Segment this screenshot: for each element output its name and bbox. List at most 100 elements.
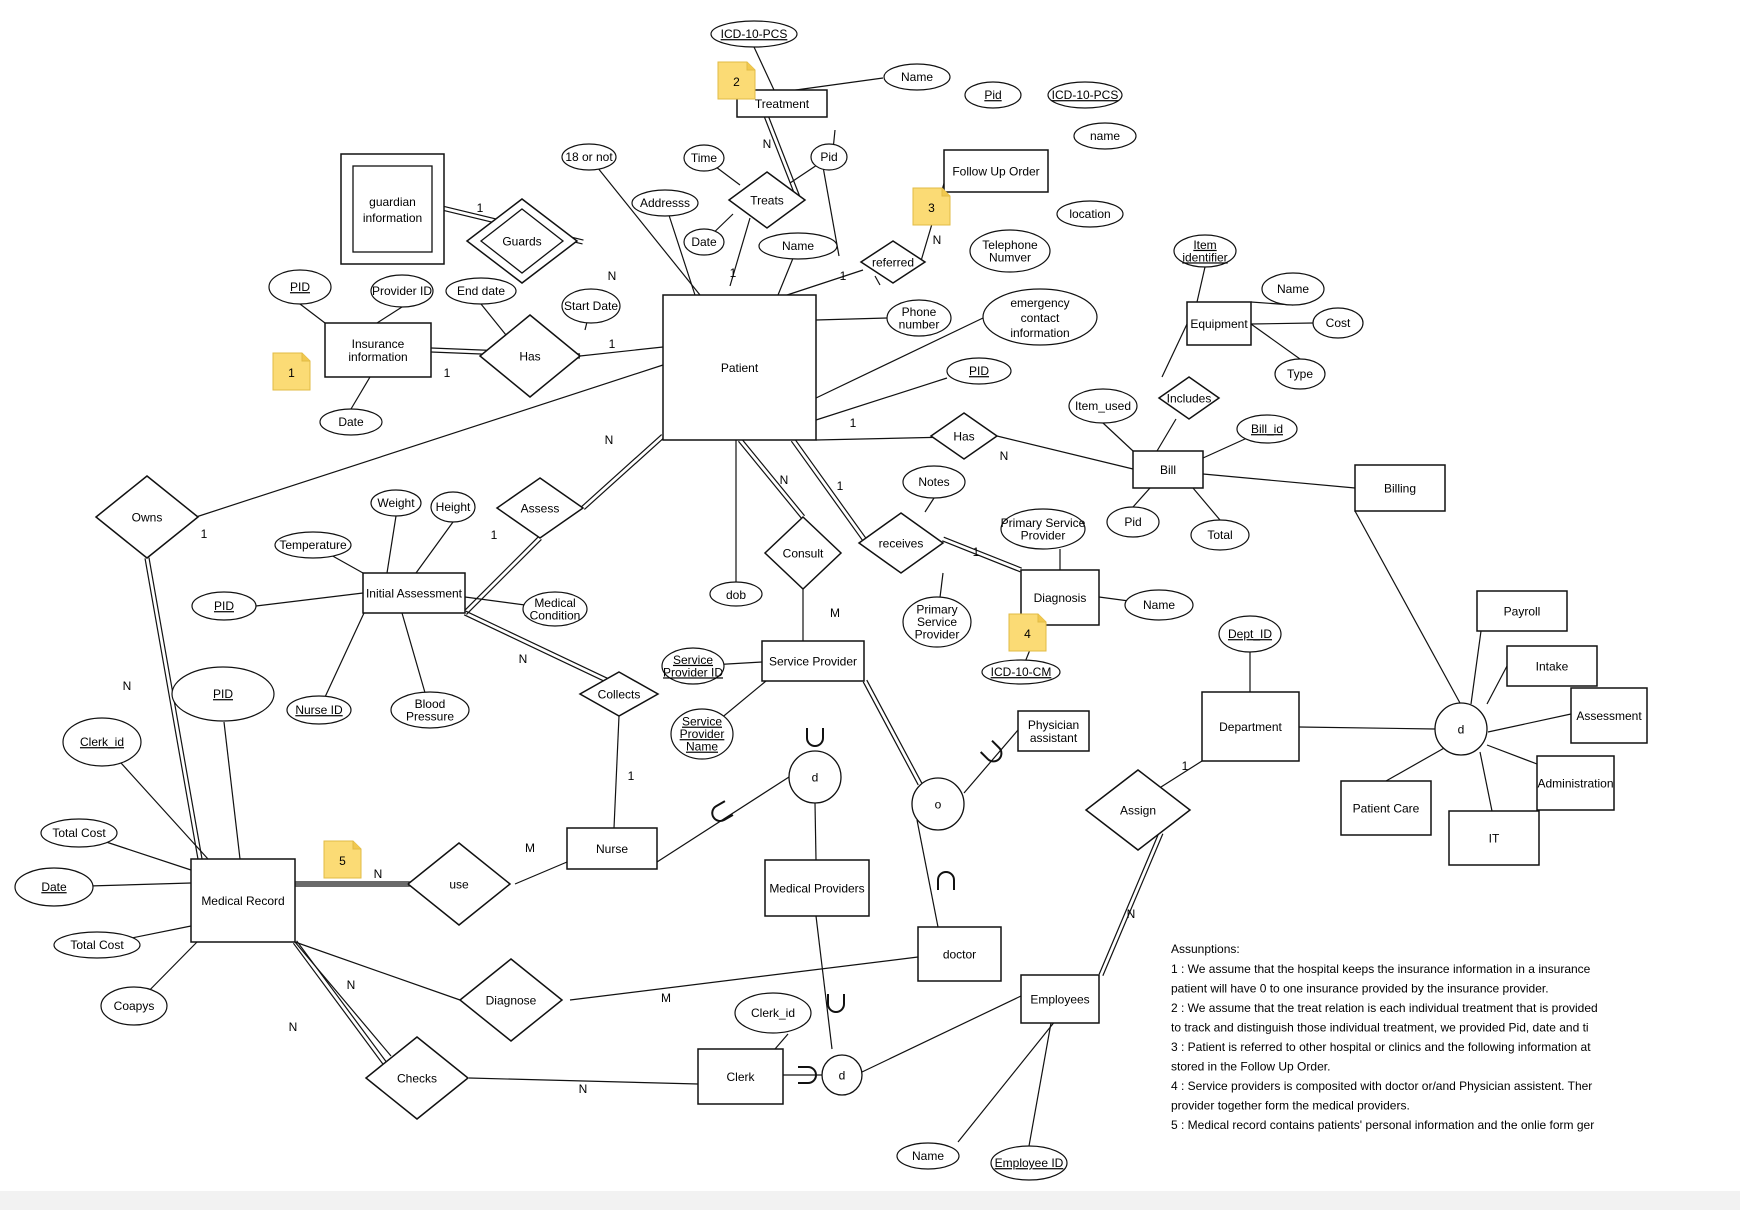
attribute-address[interactable] — [631, 189, 699, 217]
attribute-bill_id[interactable] — [1236, 414, 1298, 444]
attribute-emp_name[interactable] — [896, 1142, 960, 1170]
entity-guardian_info[interactable] — [340, 153, 445, 265]
attribute-height[interactable] — [430, 491, 476, 523]
entity-service_provider[interactable] — [761, 640, 865, 682]
attribute-diag_name[interactable] — [1124, 589, 1194, 621]
relationship-owns[interactable] — [94, 475, 200, 559]
attribute-fu_location[interactable] — [1056, 200, 1124, 228]
attribute-ins_date[interactable] — [319, 408, 383, 436]
relationship-referred[interactable] — [859, 240, 927, 284]
entity-patient[interactable] — [662, 294, 817, 441]
attribute-nurse_id[interactable] — [286, 695, 352, 725]
attribute-psp_recv[interactable] — [902, 596, 972, 648]
entity-treatment[interactable] — [736, 89, 828, 118]
relationship-has_insurance[interactable] — [478, 314, 582, 398]
attribute-emergency[interactable] — [982, 288, 1098, 346]
entity-physician_assistant[interactable] — [1017, 710, 1090, 752]
attribute-p_pid[interactable] — [946, 357, 1012, 385]
attribute-item_id[interactable] — [1173, 234, 1237, 268]
specialization-sp_o[interactable] — [911, 777, 965, 831]
attribute-eq_cost[interactable] — [1312, 307, 1364, 339]
attribute-med_cond[interactable] — [522, 591, 588, 627]
attribute-icd_cm[interactable] — [981, 659, 1061, 685]
entity-doctor[interactable] — [917, 926, 1002, 982]
entity-follow_up_order[interactable] — [943, 149, 1049, 193]
attribute-coapys[interactable] — [100, 986, 168, 1026]
attribute-end_date[interactable] — [445, 277, 517, 305]
entity-medical_record[interactable] — [190, 858, 296, 943]
attribute-fu_name[interactable] — [1073, 122, 1137, 150]
attribute-mr_date[interactable] — [14, 867, 94, 907]
attribute-tr_time[interactable] — [683, 144, 725, 172]
attribute-total_cost2[interactable] — [53, 931, 141, 959]
attribute-tr_date[interactable] — [683, 228, 725, 256]
attribute-temperature[interactable] — [274, 531, 352, 559]
attribute-start_date[interactable] — [561, 288, 621, 324]
sticky-note[interactable] — [912, 187, 951, 226]
attribute-sp_name[interactable] — [670, 708, 734, 760]
sticky-note[interactable] — [1008, 613, 1047, 652]
entity-medical_providers[interactable] — [764, 859, 870, 917]
entity-payroll[interactable] — [1476, 590, 1568, 632]
relationship-treats[interactable] — [727, 171, 807, 229]
attribute-dept_id[interactable] — [1218, 615, 1282, 653]
entity-billing[interactable] — [1354, 464, 1446, 512]
entity-it[interactable] — [1448, 810, 1540, 866]
attribute-bill_pid[interactable] — [1106, 506, 1160, 538]
entity-initial_assessment[interactable] — [362, 572, 466, 614]
attribute-psp_diag[interactable] — [1000, 508, 1086, 550]
entity-bill[interactable] — [1132, 450, 1204, 489]
entity-patient_care[interactable] — [1340, 780, 1432, 836]
relationship-diagnose[interactable] — [458, 958, 564, 1042]
attribute-fu_icd[interactable] — [1047, 81, 1123, 109]
attribute-p_name[interactable] — [758, 232, 838, 260]
attribute-ia_pid[interactable] — [191, 591, 257, 621]
relationship-collects[interactable] — [578, 671, 660, 717]
entity-equipment[interactable] — [1186, 301, 1252, 346]
attribute-total_cost1[interactable] — [40, 818, 118, 848]
sticky-note[interactable] — [323, 840, 362, 879]
attribute-clerk_id[interactable] — [734, 992, 812, 1034]
attribute-provider_id[interactable] — [370, 274, 434, 308]
entity-department[interactable] — [1201, 691, 1300, 762]
sticky-note[interactable] — [272, 352, 311, 391]
attribute-fu_phone[interactable] — [969, 229, 1051, 273]
relationship-guards[interactable] — [465, 198, 579, 284]
attribute-phone[interactable] — [886, 299, 952, 337]
attribute-icd_pcs_treat[interactable] — [710, 20, 798, 48]
attribute-eq_name[interactable] — [1261, 272, 1325, 306]
entity-administration[interactable] — [1536, 755, 1615, 811]
entity-assessment_dept[interactable] — [1570, 687, 1648, 744]
entity-nurse[interactable] — [566, 827, 658, 870]
sticky-note[interactable] — [717, 61, 756, 100]
relationship-consult[interactable] — [763, 515, 843, 591]
entity-clerk[interactable] — [697, 1048, 784, 1105]
relationship-use[interactable] — [406, 842, 512, 926]
relationship-has_bill[interactable] — [929, 412, 999, 460]
attribute-mr_pid[interactable] — [171, 666, 275, 722]
relationship-checks[interactable] — [364, 1036, 470, 1120]
specialization-emp_d[interactable] — [821, 1054, 863, 1096]
attribute-fu_pid[interactable] — [964, 81, 1022, 109]
attribute-treat_name[interactable] — [883, 63, 951, 91]
relationship-assess[interactable] — [495, 477, 585, 539]
specialization-sp_d[interactable] — [788, 750, 842, 804]
entity-insurance_info[interactable] — [324, 322, 432, 378]
attribute-blood_pressure[interactable] — [390, 691, 470, 729]
attribute-notes[interactable] — [902, 465, 966, 499]
attribute-tr_pid[interactable] — [810, 143, 848, 171]
attribute-weight[interactable] — [370, 489, 422, 517]
relationship-receives[interactable] — [857, 512, 945, 574]
attribute-emp_id[interactable] — [990, 1145, 1068, 1181]
entity-intake[interactable] — [1506, 645, 1598, 687]
attribute-item_used[interactable] — [1068, 388, 1138, 424]
relationship-includes[interactable] — [1157, 376, 1221, 420]
attribute-sp_id[interactable] — [661, 647, 725, 685]
attribute-bill_total[interactable] — [1190, 519, 1250, 551]
entity-employees[interactable] — [1020, 974, 1100, 1024]
attribute-clerk_id_mr[interactable] — [62, 717, 142, 767]
attribute-ins_pid[interactable] — [268, 269, 332, 305]
attribute-age18[interactable] — [561, 143, 617, 171]
attribute-dob[interactable] — [709, 581, 763, 607]
attribute-eq_type[interactable] — [1274, 358, 1326, 390]
